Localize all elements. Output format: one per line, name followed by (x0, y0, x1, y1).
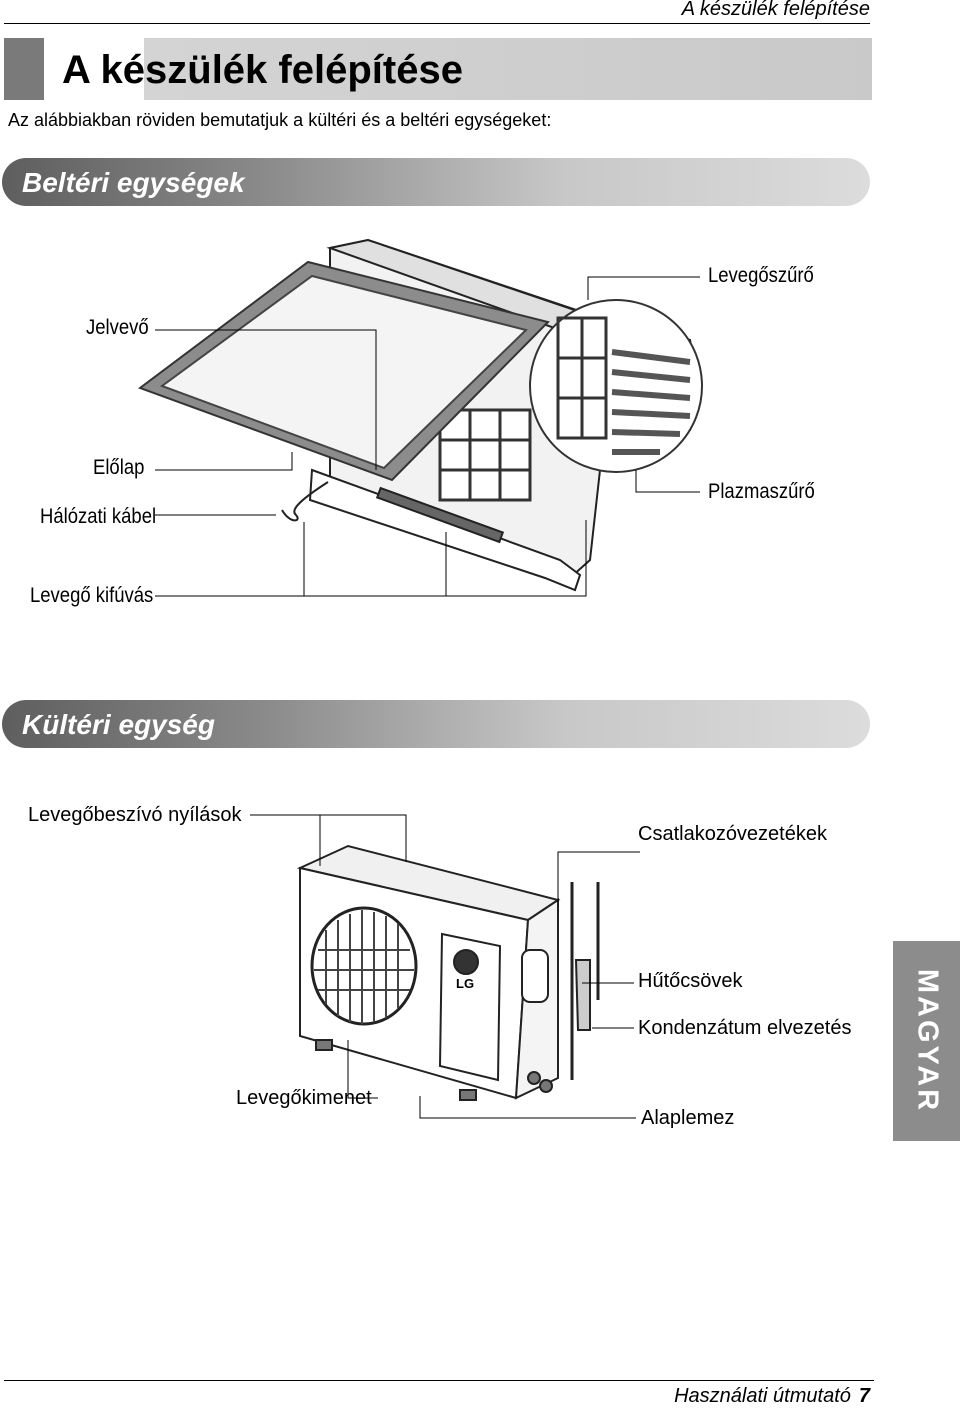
title-accent-block (4, 38, 44, 100)
page-number: 7 (858, 1385, 870, 1407)
indoor-unit-illustration (137, 238, 703, 592)
label-air-inlets: Levegőbeszívó nyílások (28, 804, 242, 826)
label-refrigerant-pipes: Hűtőcsövek (638, 970, 743, 992)
intro-text: Az alábbiakban röviden bemutatjuk a kült… (8, 110, 552, 130)
footer-text: Használati útmutató (674, 1385, 851, 1407)
label-receiver: Jelvevő (86, 316, 149, 339)
label-front-panel: Előlap (93, 456, 145, 479)
label-drain-hose: Kondenzátum elvezetés (638, 1017, 852, 1039)
running-header: A készülék felépítése (681, 0, 870, 20)
outdoor-section-title: Kültéri egység (22, 709, 215, 740)
indoor-section-title: Beltéri egységek (22, 167, 245, 198)
label-air-outlet-indoor: Levegő kifúvás (30, 584, 154, 607)
outdoor-unit-illustration (296, 844, 600, 1101)
label-base-plate: Alaplemez (641, 1107, 735, 1129)
label-air-filter: Levegőszűrő (708, 264, 814, 287)
label-connecting-wires: Csatlakozóvezetékek (638, 823, 827, 845)
footer: Használati útmutató 7 (674, 1385, 870, 1408)
title-bar (4, 38, 872, 100)
page-title: A készülék felépítése (62, 48, 463, 92)
label-air-outlet-outdoor: Levegőkimenet (236, 1087, 372, 1109)
language-side-tab: MAGYAR (893, 941, 960, 1141)
outdoor-section-bar: Kültéri egység (2, 700, 870, 748)
outdoor-leader-lines (250, 814, 640, 1119)
label-plasma-filter: Plazmaszűrő (708, 480, 815, 503)
label-power-cable: Hálózati kábel (40, 505, 157, 528)
language-tab-label: MAGYAR (911, 968, 943, 1114)
indoor-section-bar: Beltéri egységek (2, 158, 870, 206)
footer-rule (4, 1380, 874, 1381)
indoor-leader-lines (155, 276, 700, 597)
lg-logo-text: LG (456, 976, 475, 991)
header-rule (4, 23, 870, 24)
